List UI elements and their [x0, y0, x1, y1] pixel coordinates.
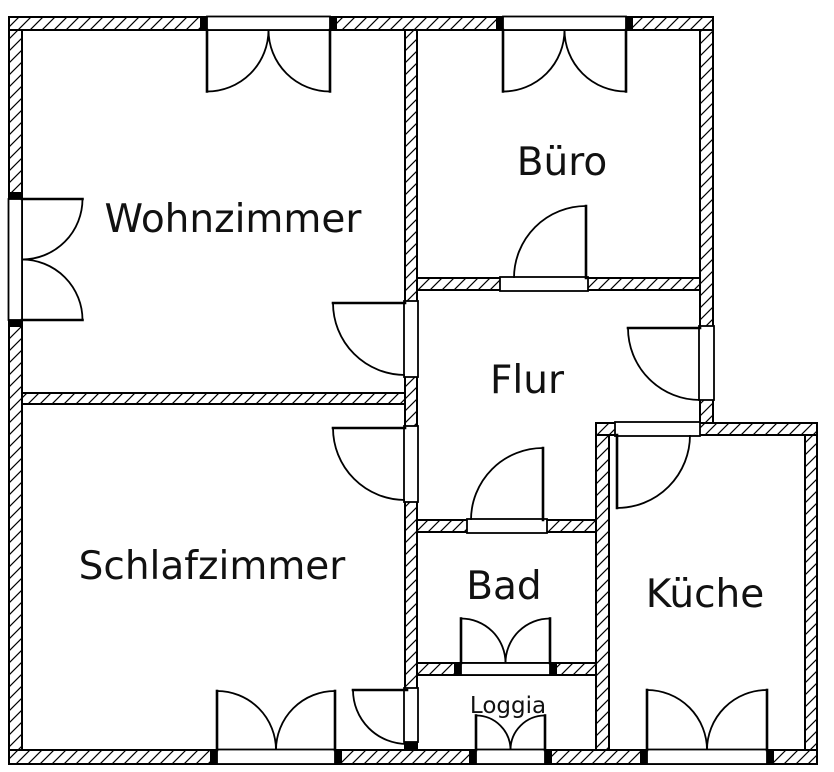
- casement-arc: [706, 689, 768, 751]
- room-label-buero: Büro: [517, 140, 608, 185]
- schlafzimmer-door: [331, 426, 407, 501]
- casement-arc: [206, 29, 270, 93]
- wohnzimmer-left-window: [20, 197, 84, 322]
- wall-stub-loggia-door: [405, 742, 417, 751]
- jamb: [8, 320, 22, 327]
- loggia-door: [351, 688, 409, 745]
- room-label-flur: Flur: [490, 358, 565, 403]
- kueche-door: [615, 433, 691, 510]
- frame-bad-loggia-window: [460, 662, 551, 676]
- room-label-schlafzimmer: Schlafzimmer: [79, 544, 347, 589]
- frame-wohnzimmer-top-window: [206, 15, 331, 31]
- bad-loggia-window: [459, 617, 552, 665]
- door-thresholds: [403, 276, 715, 751]
- jamb: [545, 749, 552, 764]
- bad-door-swing-arc: [470, 447, 544, 521]
- casement-arc: [21, 258, 84, 321]
- casement-arc: [460, 617, 507, 664]
- entrance-door: [626, 326, 702, 401]
- jamb: [330, 16, 337, 30]
- room-label-bad: Bad: [466, 564, 541, 609]
- casement-arc: [267, 29, 331, 93]
- frame-loggia-window: [475, 748, 546, 765]
- doors: [331, 204, 702, 745]
- jamb: [469, 749, 476, 764]
- casement-arc: [504, 617, 551, 664]
- jamb: [454, 663, 461, 675]
- wall-interior-vertical: [404, 29, 418, 751]
- buero-door: [513, 204, 588, 280]
- jamb: [210, 749, 217, 764]
- threshold-schlafzimmer-door: [403, 425, 419, 503]
- threshold-kueche-door: [614, 421, 701, 437]
- casement-arc: [216, 690, 277, 751]
- threshold-bad-door: [466, 518, 548, 534]
- loggia-bottom-window: [474, 714, 547, 752]
- bad-door: [470, 446, 545, 522]
- casement-arc: [275, 690, 336, 751]
- schlafzimmer-door-swing-arc: [332, 427, 406, 501]
- room-label-wohnzimmer: Wohnzimmer: [105, 197, 363, 242]
- wall-kueche-left: [595, 434, 610, 751]
- wohnzimmer-door: [331, 301, 407, 376]
- casement-arc: [21, 198, 84, 261]
- frame-buero-top-window: [502, 15, 627, 31]
- wall-wohnzimmer-schlafzimmer: [21, 392, 406, 405]
- room-label-loggia: Loggia: [470, 693, 546, 719]
- wohnzimmer-door-swing-arc: [332, 302, 406, 376]
- casement-arc: [475, 714, 512, 751]
- frame-schlafzimmer-window: [216, 748, 336, 765]
- threshold-wohnzimmer-door: [403, 300, 419, 378]
- threshold-buero-door: [499, 276, 589, 292]
- jamb: [550, 663, 557, 675]
- room-label-kueche: Küche: [646, 572, 765, 617]
- casement-arc: [502, 29, 566, 93]
- casement-arc: [509, 714, 546, 751]
- entrance-door-swing-arc: [627, 327, 701, 401]
- jamb: [496, 16, 503, 30]
- kueche-door-swing-arc: [616, 434, 691, 509]
- jamb: [640, 749, 647, 764]
- loggia-door-swing-arc: [352, 689, 408, 745]
- buero-door-swing-arc: [513, 205, 587, 279]
- schlafzimmer-bottom-window: [215, 689, 337, 752]
- jamb: [767, 749, 774, 764]
- frame-wohnzimmer-left-window: [7, 198, 23, 321]
- casement-arc: [563, 29, 627, 93]
- window-frames: [7, 15, 774, 765]
- threshold-loggia-door: [403, 687, 419, 743]
- jamb: [335, 749, 342, 764]
- windows: [20, 28, 769, 752]
- room-labels: Wohnzimmer Büro Flur Schlafzimmer Bad Kü…: [79, 140, 765, 719]
- frame-kueche-window: [646, 748, 768, 765]
- buero-top-window: [501, 28, 628, 93]
- jamb: [626, 16, 633, 30]
- threshold-entrance-door: [698, 325, 715, 401]
- wall-outer-right-lower: [804, 434, 818, 751]
- casement-arc: [646, 689, 708, 751]
- kueche-bottom-window: [645, 688, 769, 752]
- walls: [8, 16, 818, 765]
- jamb: [8, 192, 22, 199]
- wall-outer-left: [8, 29, 23, 751]
- wohnzimmer-top-window: [205, 28, 332, 93]
- jamb: [200, 16, 207, 30]
